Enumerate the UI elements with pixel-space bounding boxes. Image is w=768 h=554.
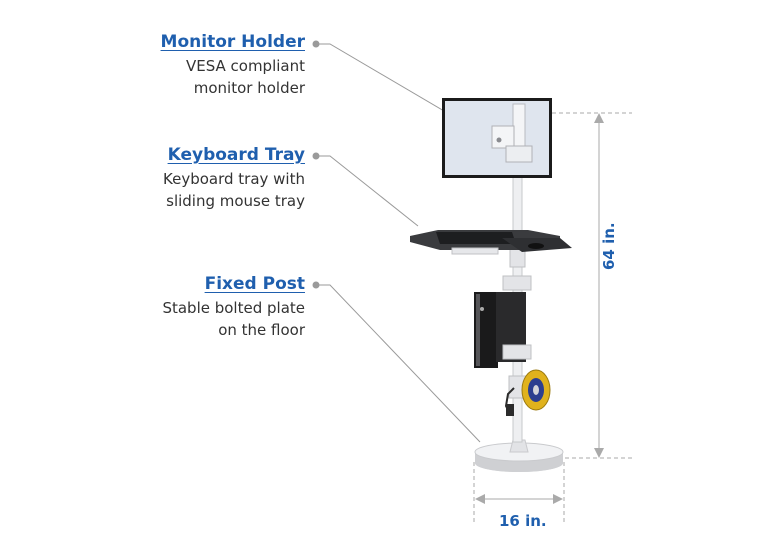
- callout-desc-line: Stable bolted plate: [162, 299, 305, 317]
- callout-desc-line: Keyboard tray with: [163, 170, 305, 188]
- callout-fixed-post: Fixed Post Stable bolted plate on the fl…: [162, 274, 305, 341]
- cpu-holder: [474, 275, 532, 368]
- callout-desc-line: VESA compliant: [185, 57, 305, 75]
- callout-title: Fixed Post: [204, 274, 305, 294]
- callout-keyboard-tray: Keyboard Tray Keyboard tray with sliding…: [163, 145, 305, 212]
- leader-line-post: [316, 284, 481, 443]
- monitor: [442, 98, 552, 178]
- leader-line-keyboard: [316, 155, 419, 227]
- floor-base-plate: [474, 439, 564, 472]
- keyboard-tray: [410, 230, 572, 255]
- width-dimension-label: 16 in.: [499, 512, 547, 530]
- leader-lines: [312, 40, 491, 443]
- callout-desc-line: on the floor: [218, 321, 305, 339]
- callout-title: Keyboard Tray: [167, 145, 305, 165]
- cable-reel: [504, 369, 551, 416]
- callout-desc-line: monitor holder: [193, 79, 305, 97]
- callout-title: Monitor Holder: [160, 32, 305, 52]
- height-dimension-label: 64 in.: [600, 222, 618, 270]
- leader-line-monitor: [316, 43, 491, 139]
- width-dimension: [473, 462, 565, 525]
- height-dimension: [552, 112, 632, 459]
- callout-monitor-holder: Monitor Holder VESA compliant monitor ho…: [161, 32, 305, 99]
- callout-desc-line: sliding mouse tray: [166, 192, 305, 210]
